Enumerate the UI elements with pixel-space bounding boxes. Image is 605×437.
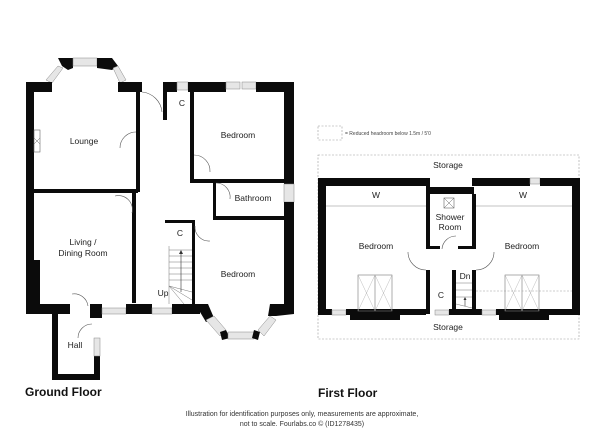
- room-label-dining: Dining Room: [58, 248, 107, 258]
- room-label-bedroom: Bedroom: [359, 241, 394, 251]
- legend-text: = Reduced headroom below 1.5m / 5'0: [345, 131, 431, 137]
- bay-wall: [97, 58, 118, 70]
- shower-tray-icon: [443, 197, 455, 209]
- room-label-hall: Hall: [68, 340, 83, 350]
- room-label-bathroom: Bathroom: [235, 193, 272, 203]
- disclaimer-line-2: not to scale. Fourlabs.co © (ID1278435): [240, 420, 364, 428]
- lounge-bay-window-left: [45, 65, 64, 84]
- room-label-wardrobe: W: [372, 190, 380, 200]
- front-door: [71, 293, 89, 307]
- door: [407, 251, 427, 271]
- door: [141, 91, 163, 113]
- room-label-storage: Storage: [433, 160, 463, 170]
- room-label-wardrobe: W: [519, 190, 527, 200]
- door: [114, 195, 133, 214]
- room-label-lounge: Lounge: [70, 136, 99, 146]
- door: [77, 323, 93, 339]
- room-label-bedroom: Bedroom: [221, 269, 256, 279]
- stairs-up-label: Up: [158, 288, 169, 298]
- door: [441, 235, 457, 250]
- door: [193, 154, 211, 173]
- room-label-shower: Shower: [436, 212, 465, 222]
- room-label-living: Living /: [70, 237, 98, 247]
- ground-floor-title: Ground Floor: [25, 385, 102, 399]
- door: [475, 251, 495, 271]
- room-label-storage: Storage: [433, 322, 463, 332]
- room-label-bedroom: Bedroom: [505, 241, 540, 251]
- roof-window-icon: [357, 274, 393, 312]
- disclaimer-line-1: Illustration for identification purposes…: [186, 411, 419, 418]
- stairs-icon: [168, 246, 193, 305]
- lounge-bay-window-right: [112, 65, 127, 84]
- door: [119, 131, 137, 149]
- room-label-bedroom: Bedroom: [221, 130, 256, 140]
- legend-swatch: [317, 125, 343, 141]
- first-floor-plan: = Reduced headroom below 1.5m / 5'0: [317, 125, 580, 340]
- bay-wall: [58, 58, 73, 70]
- roof-window-icon: [504, 274, 540, 312]
- lounge-bay-window: [72, 57, 98, 67]
- ground-floor-plan: Lounge Living / Dining Room Bedroom Bath…: [26, 57, 295, 380]
- door: [194, 225, 211, 242]
- stairs-icon: [455, 282, 473, 309]
- room-label-cupboard: C: [177, 228, 183, 238]
- room-label-shower-room: Room: [439, 222, 462, 232]
- first-floor-title: First Floor: [318, 386, 378, 400]
- door: [215, 182, 231, 200]
- room-label-cupboard: C: [438, 290, 444, 300]
- stairs-down-label: Dn: [460, 271, 471, 281]
- room-label-cupboard: C: [179, 98, 185, 108]
